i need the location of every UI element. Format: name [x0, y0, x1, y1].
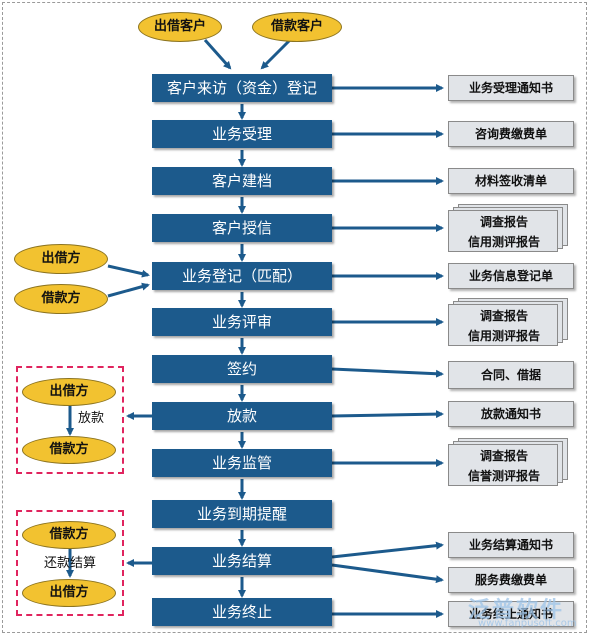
step-loan-disbursement: 放款	[152, 402, 332, 430]
loan-to-oval: 借款方	[22, 436, 116, 464]
borrower-customer-oval: 借款客户	[252, 12, 342, 42]
lender-input-oval: 出借方	[14, 244, 108, 274]
arrow-borrower-to-registration	[260, 38, 292, 70]
repay-to-oval: 出借方	[22, 579, 116, 607]
loan-action-label: 放款	[78, 411, 105, 426]
doc-acceptance-notice: 业务受理通知书	[448, 75, 574, 101]
doc-survey-report: 调查报告	[479, 309, 528, 323]
doc-material-receipt-list: 材料签收清单	[448, 168, 574, 194]
step-termination: 业务终止	[152, 598, 332, 626]
loan-flow-box	[16, 366, 124, 474]
step-signing: 签约	[152, 355, 332, 383]
step-customer-filing: 客户建档	[152, 167, 332, 195]
watermark-url: www.fanpusoft.com	[478, 618, 577, 629]
doc-stack-review: 调查报告 信用测评报告	[448, 298, 576, 346]
step-business-supervision: 业务监管	[152, 449, 332, 477]
step-business-matching: 业务登记（匹配）	[152, 262, 332, 290]
doc-consulting-fee-slip: 咨询费缴费单	[448, 121, 574, 147]
step-business-acceptance: 业务受理	[152, 120, 332, 148]
loan-from-oval: 出借方	[22, 378, 116, 406]
doc-stack-credit: 调查报告 信用测评报告	[448, 204, 576, 252]
doc-stack-supervision: 调查报告 信誉测评报告	[448, 438, 576, 486]
repay-action-label: 还款结算	[44, 556, 97, 571]
doc-credit-rating-report: 信用测评报告	[467, 329, 540, 343]
doc-settlement-notice: 业务结算通知书	[448, 532, 574, 558]
doc-credit-rating-report: 信用测评报告	[467, 235, 540, 249]
doc-disbursement-notice: 放款通知书	[448, 401, 574, 427]
repay-from-oval: 借款方	[22, 521, 116, 549]
lender-customer-oval: 出借客户	[138, 12, 222, 42]
doc-survey-report: 调查报告	[479, 215, 528, 229]
watermark-logo: 泛普软件	[468, 598, 565, 623]
arrow-lender-to-registration	[203, 39, 232, 70]
doc-survey-report: 调查报告	[479, 449, 528, 463]
step-business-review: 业务评审	[152, 308, 332, 336]
step-settlement: 业务结算	[152, 547, 332, 575]
doc-business-registration-form: 业务信息登记单	[448, 263, 574, 289]
doc-contract-receipt: 合同、借据	[448, 361, 574, 389]
repayment-flow-box	[16, 510, 124, 616]
doc-service-fee-slip: 服务费缴费单	[448, 567, 574, 593]
step-visit-registration: 客户来访（资金）登记	[152, 74, 332, 102]
step-maturity-reminder: 业务到期提醒	[152, 500, 332, 528]
step-customer-credit: 客户授信	[152, 214, 332, 242]
doc-termination-notice: 业务终止通知书	[448, 601, 574, 627]
doc-reputation-rating-report: 信誉测评报告	[467, 469, 540, 483]
borrower-input-oval: 借款方	[14, 284, 108, 314]
